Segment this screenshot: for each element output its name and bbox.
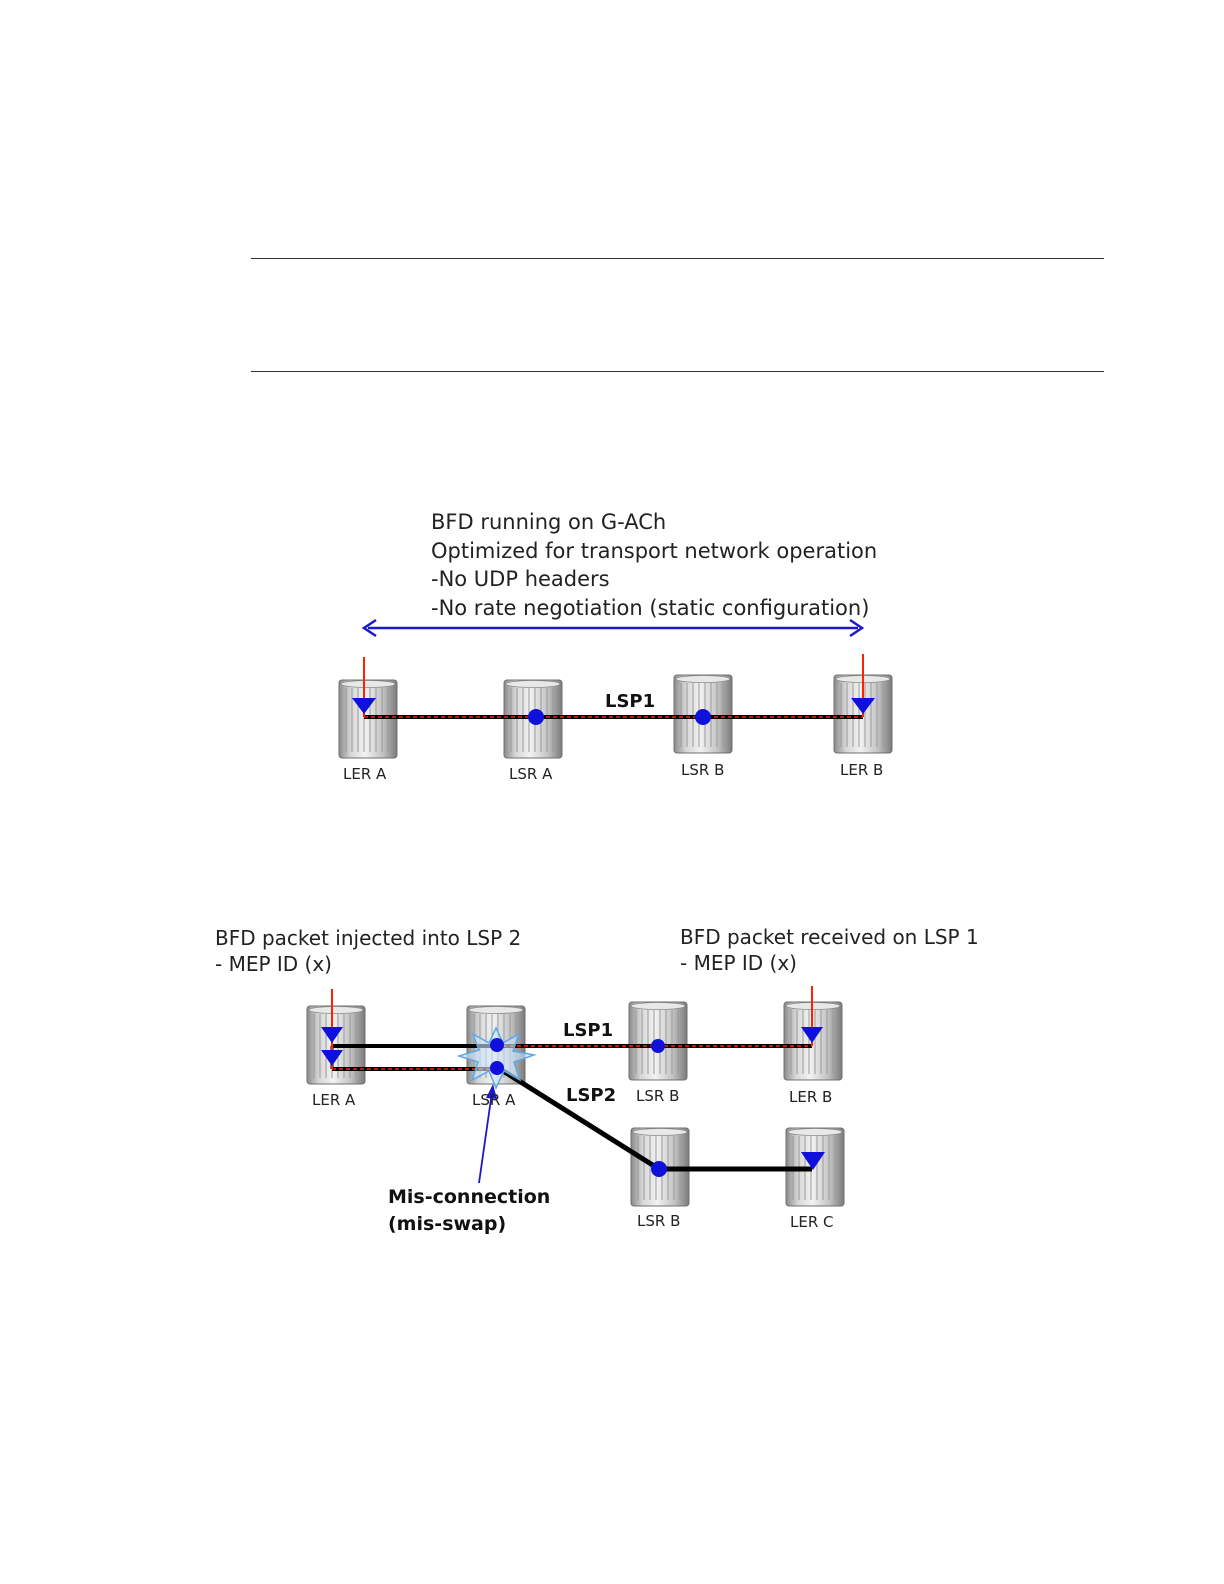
node-label-ler-b-2: LER B bbox=[789, 1088, 832, 1106]
node-label-lsr-b-2: LSR B bbox=[636, 1087, 679, 1105]
left-note-line-1: BFD packet injected into LSP 2 bbox=[215, 926, 522, 950]
mip-dot-icon bbox=[651, 1161, 667, 1177]
mip-dot-icon bbox=[490, 1038, 504, 1052]
mep-triangle-icon bbox=[352, 698, 376, 714]
diagram2-left-note: BFD packet injected into LSP 2 - MEP ID … bbox=[215, 925, 521, 977]
left-note-line-2: - MEP ID (x) bbox=[215, 952, 332, 976]
node-label-lsr-a-2: LSR A bbox=[472, 1091, 516, 1109]
diagram1-description: BFD running on G-ACh Optimized for trans… bbox=[431, 508, 877, 622]
node-label-lsr-b: LSR B bbox=[681, 761, 724, 779]
diagram1-line-3: -No UDP headers bbox=[431, 567, 610, 591]
diagram1-line-4: -No rate negotiation (static configurati… bbox=[431, 595, 870, 620]
mep-triangle-icon bbox=[801, 1152, 825, 1170]
misconnection-title: Mis-connection bbox=[388, 1186, 550, 1208]
mep-triangle-icon bbox=[321, 1050, 343, 1066]
top-rule bbox=[251, 258, 1104, 259]
lsp2-label: LSP2 bbox=[566, 1085, 616, 1106]
right-note-line-1: BFD packet received on LSP 1 bbox=[680, 925, 979, 949]
fault-star-icon bbox=[456, 1026, 537, 1090]
node-label-lsr-a: LSR A bbox=[509, 765, 553, 783]
mip-dot-icon bbox=[528, 709, 544, 725]
diagram2-right-note: BFD packet received on LSP 1 - MEP ID (x… bbox=[680, 924, 979, 976]
node-label-ler-b: LER B bbox=[840, 761, 883, 779]
diagram1-line-2: Optimized for transport network operatio… bbox=[431, 538, 878, 563]
node-label-ler-a: LER A bbox=[343, 765, 387, 783]
mep-triangle-icon bbox=[801, 1027, 823, 1043]
mep-triangle-icon bbox=[851, 698, 875, 714]
mep-triangle-icon bbox=[321, 1027, 343, 1043]
lsp1-label: LSP1 bbox=[605, 691, 655, 712]
mip-dot-icon bbox=[490, 1061, 504, 1075]
bottom-rule bbox=[251, 371, 1104, 372]
misconnection-subtitle: (mis-swap) bbox=[388, 1213, 506, 1235]
lsp1-label-2: LSP1 bbox=[563, 1020, 613, 1041]
node-label-lsr-b-3: LSR B bbox=[637, 1212, 680, 1230]
mip-dot-icon bbox=[695, 709, 711, 725]
diagram1-line-1: BFD running on G-ACh bbox=[431, 510, 667, 534]
lsp2-path bbox=[498, 1066, 812, 1172]
right-note-line-2: - MEP ID (x) bbox=[680, 951, 797, 975]
node-label-ler-c: LER C bbox=[790, 1213, 834, 1231]
node-label-ler-a-2: LER A bbox=[312, 1091, 356, 1109]
span-arrow bbox=[361, 618, 865, 638]
misconnection-arrow bbox=[478, 1084, 497, 1184]
mip-dot-icon bbox=[651, 1039, 665, 1053]
